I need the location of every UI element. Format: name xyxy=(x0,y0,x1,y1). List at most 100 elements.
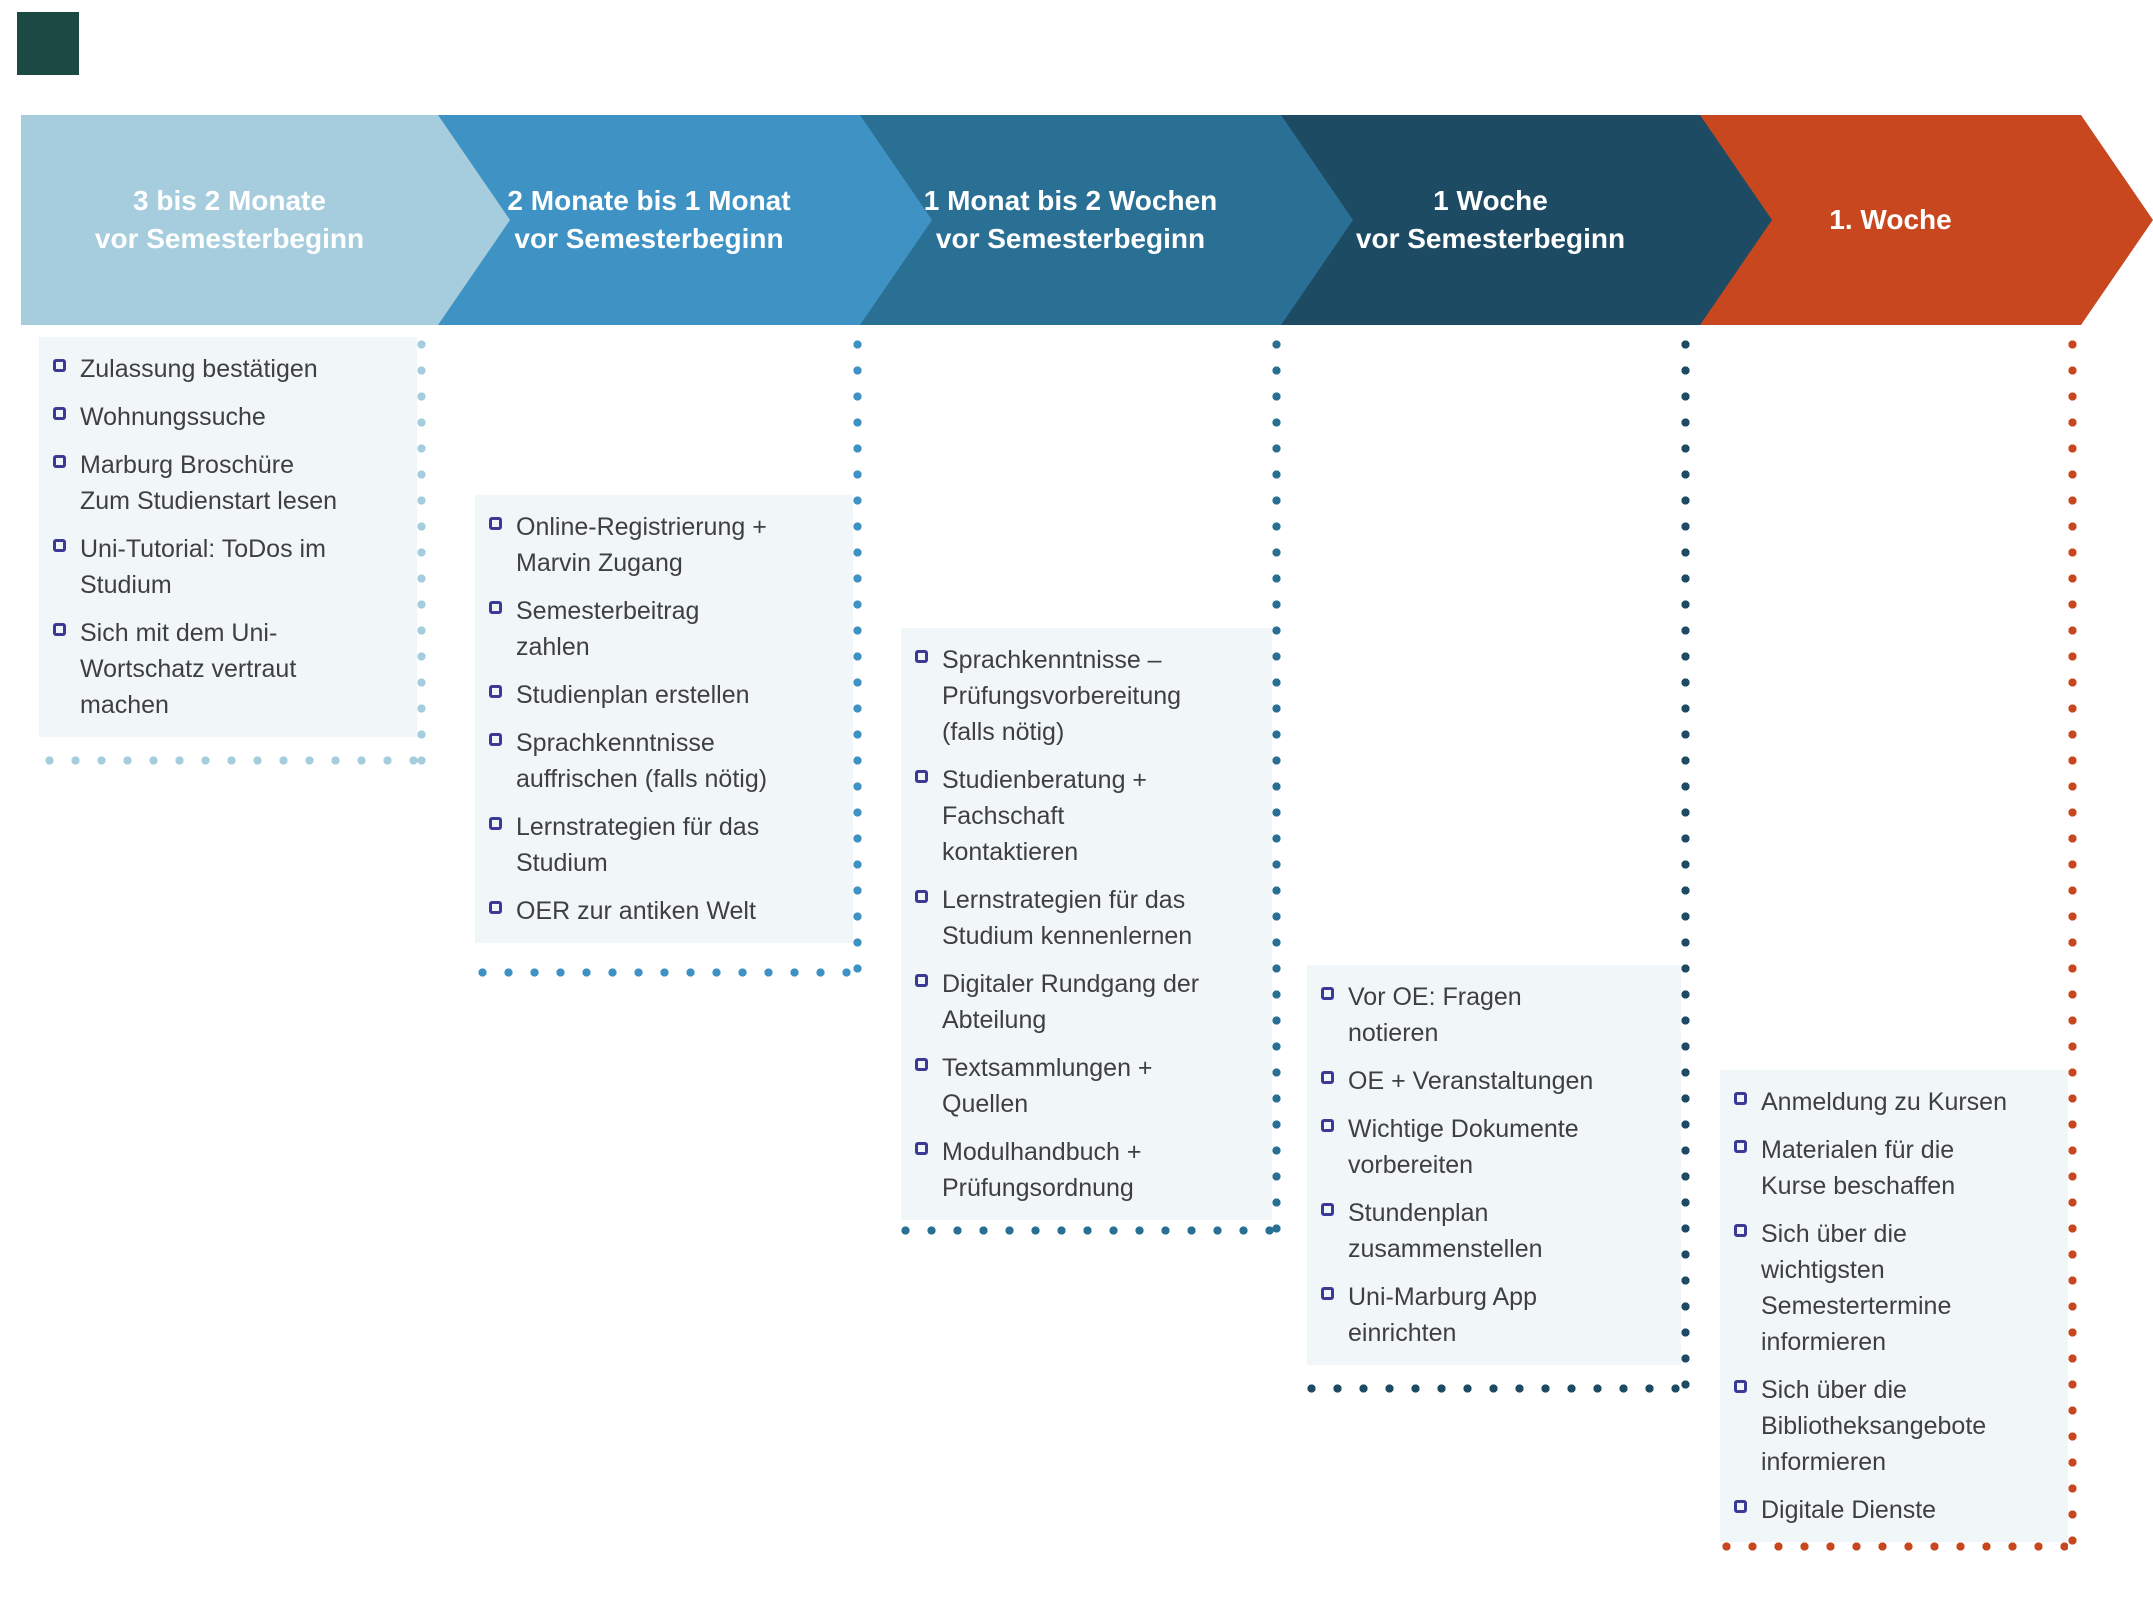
checkbox-icon xyxy=(489,901,502,914)
checkbox-icon xyxy=(915,650,928,663)
checkbox-icon xyxy=(1734,1500,1747,1513)
checkbox-icon xyxy=(53,359,66,372)
checkbox-icon xyxy=(53,455,66,468)
task-item: Lernstrategien für das Studium xyxy=(489,809,843,881)
checkbox-icon xyxy=(489,733,502,746)
checkbox-icon xyxy=(915,890,928,903)
task-panel-1: Zulassung bestätigen Wohnungssuche Marbu… xyxy=(39,337,417,737)
checkbox-icon xyxy=(1321,1119,1334,1132)
task-label: Semesterbeitrag zahlen xyxy=(516,597,700,661)
task-item: Sich mit dem Uni- Wortschatz vertraut ma… xyxy=(53,615,407,723)
task-label: Digitale Dienste xyxy=(1761,1496,1937,1524)
checkbox-icon xyxy=(1321,1287,1334,1300)
task-label: Marburg Broschüre Zum Studienstart lesen xyxy=(80,451,338,515)
checkbox-icon xyxy=(915,770,928,783)
checkbox-icon xyxy=(915,974,928,987)
checkbox-icon xyxy=(1321,1071,1334,1084)
task-label: Zulassung bestätigen xyxy=(80,355,318,383)
checkbox-icon xyxy=(1734,1140,1747,1153)
task-label: Wichtige Dokumente vorbereiten xyxy=(1348,1115,1579,1179)
task-label: Sich mit dem Uni- Wortschatz vertraut ma… xyxy=(80,619,297,719)
task-label: Vor OE: Fragen notieren xyxy=(1348,983,1522,1047)
dotted-divider-vertical-2 xyxy=(853,340,862,977)
stage-arrow-5: 1. Woche xyxy=(1700,115,2153,325)
task-item: OER zur antiken Welt xyxy=(489,893,843,929)
checkbox-icon xyxy=(53,623,66,636)
task-panel-3: Sprachkenntnisse – Prüfungsvorbereitung … xyxy=(901,628,1272,1220)
task-item: Online-Registrierung + Marvin Zugang xyxy=(489,509,843,581)
task-item: Digitaler Rundgang der Abteilung xyxy=(915,966,1262,1038)
dotted-divider-horizontal-5 xyxy=(1722,1542,2068,1551)
stage-title-1: 3 bis 2 Monate vor Semesterbeginn xyxy=(94,185,365,254)
checkbox-icon xyxy=(489,685,502,698)
task-label: Lernstrategien für das Studium xyxy=(516,813,760,877)
task-item: Anmeldung zu Kursen xyxy=(1734,1084,2058,1120)
task-label: Anmeldung zu Kursen xyxy=(1761,1088,2007,1116)
dotted-divider-vertical-5 xyxy=(2068,340,2077,1551)
task-label: Uni-Marburg App einrichten xyxy=(1348,1283,1537,1347)
stage-title-4: 1 Woche vor Semesterbeginn xyxy=(1355,185,1626,254)
task-label: Uni-Tutorial: ToDos im Studium xyxy=(80,535,326,599)
checkbox-icon xyxy=(489,601,502,614)
checkbox-icon xyxy=(1321,1203,1334,1216)
task-item: Studienplan erstellen xyxy=(489,677,843,713)
dotted-divider-horizontal-1 xyxy=(45,756,421,765)
task-item: Lernstrategien für das Studium kennenler… xyxy=(915,882,1262,954)
checkbox-icon xyxy=(1734,1224,1747,1237)
task-item: Wichtige Dokumente vorbereiten xyxy=(1321,1111,1671,1183)
task-item: Marburg Broschüre Zum Studienstart lesen xyxy=(53,447,407,519)
task-item: Stundenplan zusammenstellen xyxy=(1321,1195,1671,1267)
task-item: Sprachkenntnisse – Prüfungsvorbereitung … xyxy=(915,642,1262,750)
task-label: Sprachkenntnisse – Prüfungsvorbereitung … xyxy=(942,646,1182,746)
task-item: Studienberatung + Fachschaft kontaktiere… xyxy=(915,762,1262,870)
task-label: Sich über die wichtigsten Semestertermin… xyxy=(1761,1220,1952,1356)
checkbox-icon xyxy=(915,1058,928,1071)
checkbox-icon xyxy=(53,539,66,552)
task-label: Stundenplan zusammenstellen xyxy=(1348,1199,1543,1263)
task-item: Textsammlungen + Quellen xyxy=(915,1050,1262,1122)
task-item: Uni-Marburg App einrichten xyxy=(1321,1279,1671,1351)
logo-square xyxy=(17,12,79,75)
checkbox-icon xyxy=(915,1142,928,1155)
stage-arrow-1: 3 bis 2 Monate vor Semesterbeginn xyxy=(21,115,510,325)
task-label: Sich über die Bibliotheksangebote inform… xyxy=(1761,1376,1987,1476)
task-label: Studienberatung + Fachschaft kontaktiere… xyxy=(942,766,1148,866)
task-item: Zulassung bestätigen xyxy=(53,351,407,387)
task-label: OER zur antiken Welt xyxy=(516,897,756,925)
dotted-divider-vertical-1 xyxy=(417,340,426,765)
dotted-divider-horizontal-4 xyxy=(1307,1384,1683,1393)
task-panel-5: Anmeldung zu Kursen Materialen für die K… xyxy=(1720,1070,2068,1542)
checkbox-icon xyxy=(489,817,502,830)
task-item: Modulhandbuch + Prüfungsordnung xyxy=(915,1134,1262,1206)
task-label: OE + Veranstaltungen xyxy=(1348,1067,1594,1095)
task-label: Digitaler Rundgang der Abteilung xyxy=(942,970,1200,1034)
stage-arrow-2: 2 Monate bis 1 Monat vor Semesterbeginn xyxy=(438,115,932,325)
dotted-divider-horizontal-3 xyxy=(901,1226,1276,1235)
checkbox-icon xyxy=(53,407,66,420)
task-item: Sich über die Bibliotheksangebote inform… xyxy=(1734,1372,2058,1480)
task-item: OE + Veranstaltungen xyxy=(1321,1063,1671,1099)
task-label: Materialen für die Kurse beschaffen xyxy=(1761,1136,1956,1200)
stage-title-5: 1. Woche xyxy=(1829,204,1952,236)
task-label: Lernstrategien für das Studium kennenler… xyxy=(942,886,1193,950)
task-panel-4: Vor OE: Fragen notieren OE + Veranstaltu… xyxy=(1307,965,1681,1365)
task-item: Vor OE: Fragen notieren xyxy=(1321,979,1671,1051)
checkbox-icon xyxy=(1321,987,1334,1000)
task-label: Studienplan erstellen xyxy=(516,681,750,709)
task-item: Digitale Dienste xyxy=(1734,1492,2058,1528)
task-label: Modulhandbuch + Prüfungsordnung xyxy=(942,1138,1142,1202)
task-item: Uni-Tutorial: ToDos im Studium xyxy=(53,531,407,603)
checkbox-icon xyxy=(1734,1092,1747,1105)
checkbox-icon xyxy=(489,517,502,530)
task-panel-2: Online-Registrierung + Marvin Zugang Sem… xyxy=(475,495,853,943)
task-label: Textsammlungen + Quellen xyxy=(942,1054,1153,1118)
task-item: Wohnungssuche xyxy=(53,399,407,435)
checkbox-icon xyxy=(1734,1380,1747,1393)
task-label: Sprachkenntnisse auffrischen (falls nöti… xyxy=(516,729,768,793)
stage-arrow-3: 1 Monat bis 2 Wochen vor Semesterbeginn xyxy=(860,115,1353,325)
dotted-divider-vertical-4 xyxy=(1681,340,1690,1393)
task-label: Online-Registrierung + Marvin Zugang xyxy=(516,513,767,577)
task-label: Wohnungssuche xyxy=(80,403,266,431)
stage-title-3: 1 Monat bis 2 Wochen vor Semesterbeginn xyxy=(923,185,1218,254)
